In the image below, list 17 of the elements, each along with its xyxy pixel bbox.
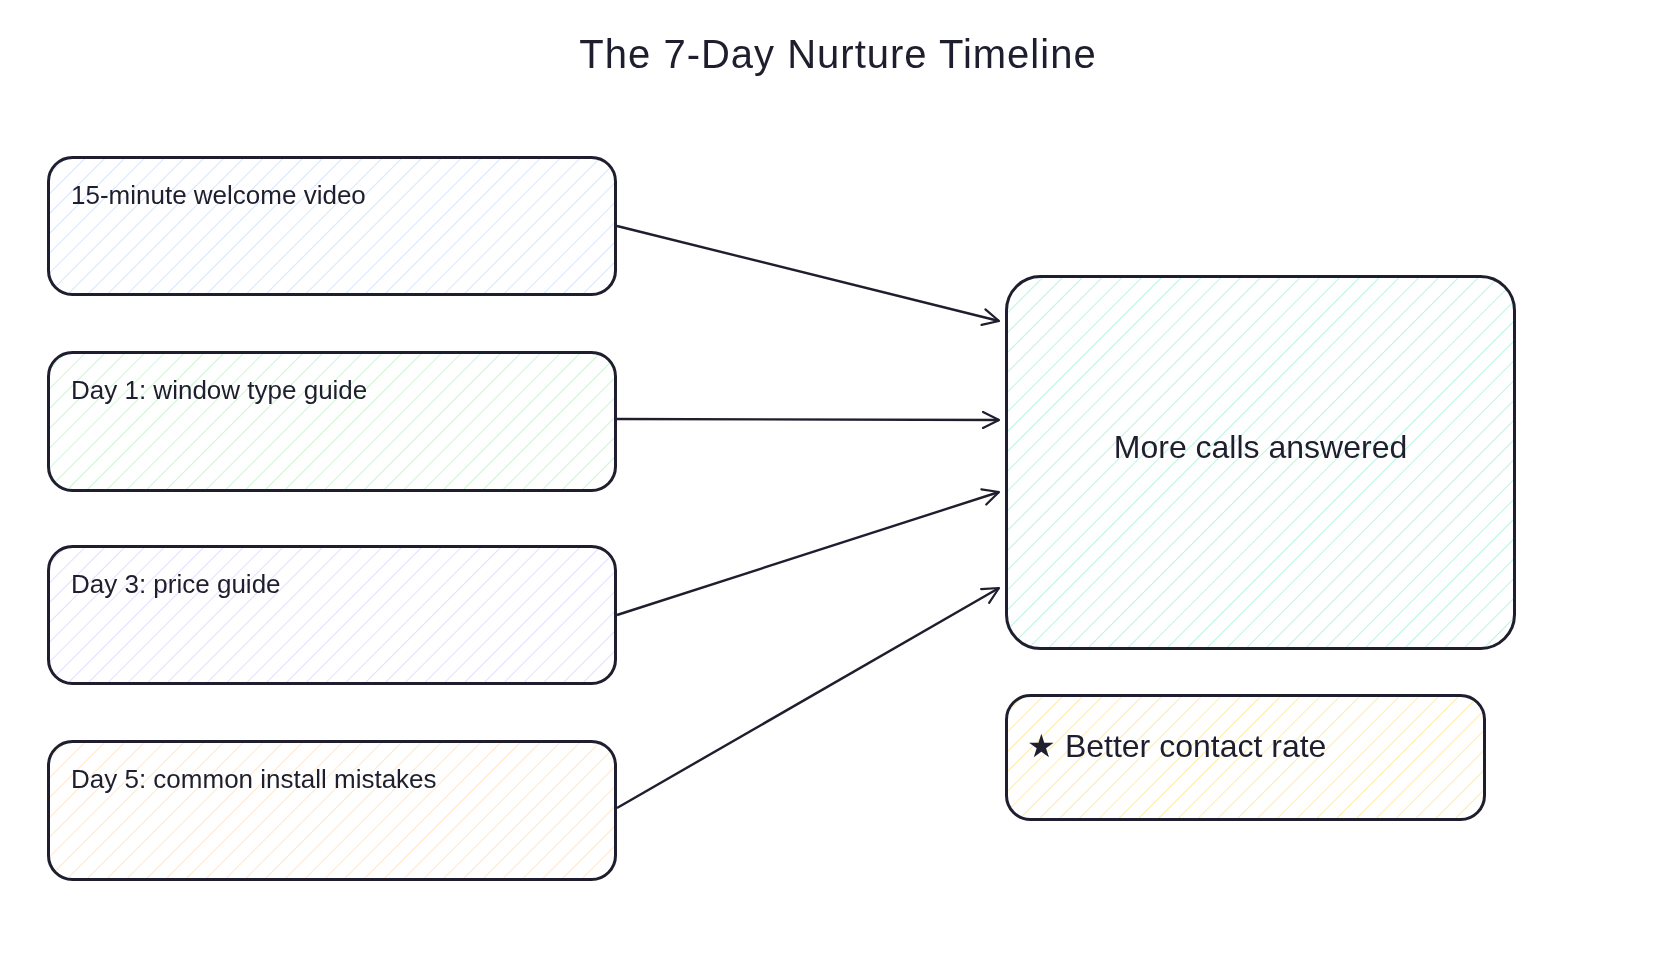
box-text: ★ Better contact rate (1026, 726, 1328, 765)
arrow (616, 224, 1001, 326)
step-box (47, 351, 617, 492)
result-box (1005, 694, 1486, 821)
box-text: Day 5: common install mistakes (70, 763, 438, 795)
box-text: Day 1: window type guide (70, 374, 369, 406)
diagram-title: The 7-Day Nurture Timeline (578, 32, 1098, 77)
step-box (47, 740, 617, 881)
arrow (616, 488, 1001, 617)
step-box (47, 156, 617, 296)
box-text: More calls answered (1112, 429, 1409, 466)
outcome-box (1005, 275, 1516, 650)
arrow (617, 410, 1001, 430)
box-text: 15-minute welcome video (70, 179, 367, 211)
box-text: Day 3: price guide (70, 568, 282, 600)
arrow (616, 586, 1001, 810)
step-box (47, 545, 617, 685)
